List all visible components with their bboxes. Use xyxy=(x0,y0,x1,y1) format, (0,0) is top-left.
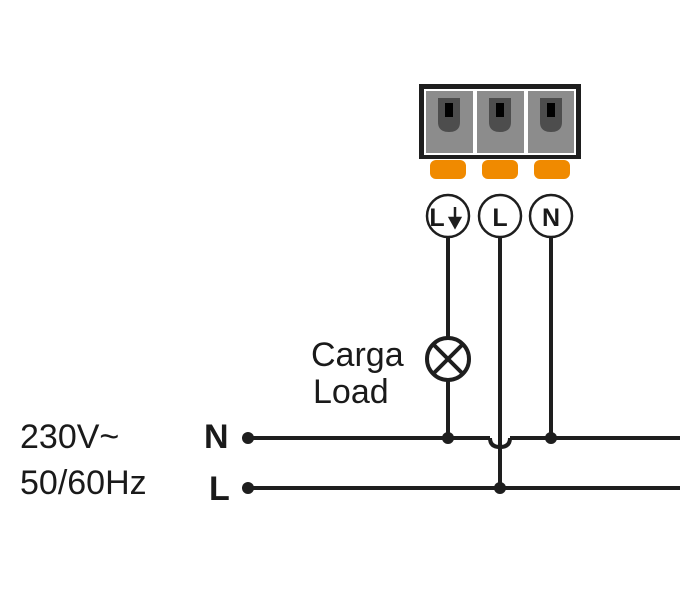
supply-voltage: 230V~ xyxy=(20,418,119,456)
terminal-slot-l-out xyxy=(426,91,473,153)
line-origin-dot xyxy=(242,482,254,494)
terminal-label-l-out: L xyxy=(425,193,471,239)
terminal-slot-n xyxy=(528,91,574,153)
terminal-label-n: N xyxy=(528,193,574,239)
release-tab-n xyxy=(534,160,570,179)
wires xyxy=(248,236,680,490)
terminal-block xyxy=(419,84,581,179)
load-label-es: Carga xyxy=(311,336,404,374)
load-label-en: Load xyxy=(313,373,389,411)
terminal-label-l: L xyxy=(477,193,523,239)
neutral-origin-dot xyxy=(242,432,254,444)
junction-load-neutral xyxy=(442,432,454,444)
output-arrow-icon xyxy=(447,207,463,230)
junction-l-line xyxy=(494,482,506,494)
lamp-icon xyxy=(425,336,471,382)
release-tab-l-out xyxy=(430,160,466,179)
svg-text:N: N xyxy=(542,204,560,232)
supply-frequency: 50/60Hz xyxy=(20,464,147,502)
junction-n-neutral xyxy=(545,432,557,444)
svg-text:L: L xyxy=(429,204,444,232)
release-tab-l xyxy=(482,160,518,179)
terminal-slot-l xyxy=(477,91,524,153)
line-label: L xyxy=(209,470,230,508)
neutral-label: N xyxy=(204,418,229,456)
svg-text:L: L xyxy=(492,204,507,232)
